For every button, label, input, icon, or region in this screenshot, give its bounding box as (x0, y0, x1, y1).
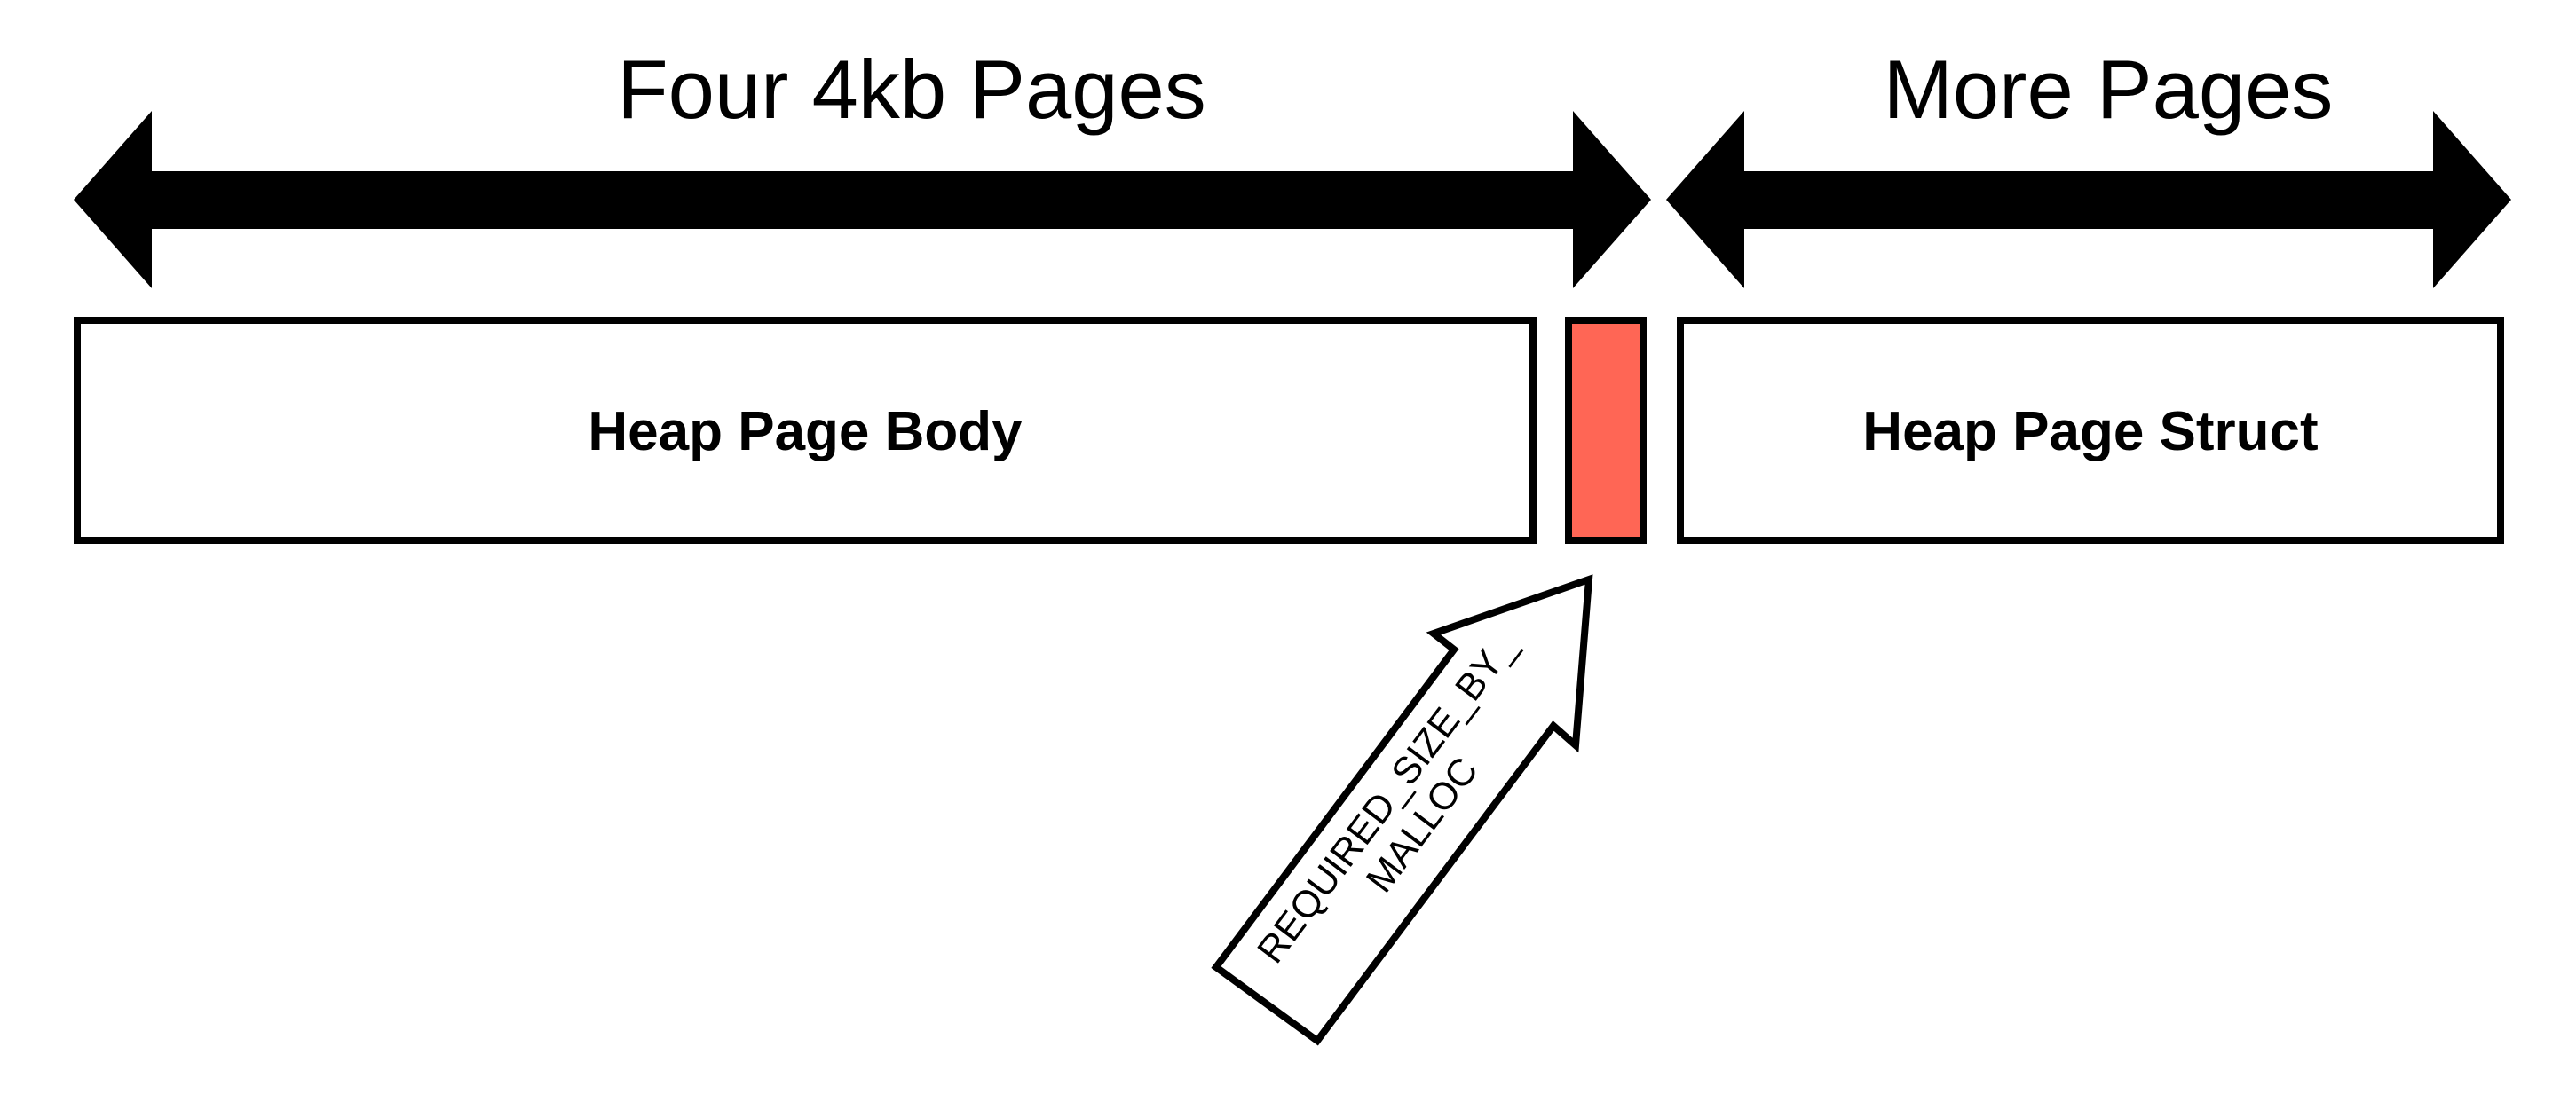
heap-page-struct-box (1677, 317, 2504, 544)
more-pages-label: More Pages (1884, 43, 2334, 136)
required-size-callout-arrow (1211, 574, 1593, 1046)
heap-page-body-label: Heap Page Body (588, 401, 1023, 462)
more-pages-span-arrow (1666, 111, 2511, 288)
four-pages-label: Four 4kb Pages (617, 43, 1206, 136)
heap-page-body-box (74, 317, 1537, 544)
four-pages-span-arrow (74, 111, 1651, 288)
heap-page-struct-label: Heap Page Struct (1862, 401, 2318, 462)
required-size-slice (1565, 317, 1647, 544)
